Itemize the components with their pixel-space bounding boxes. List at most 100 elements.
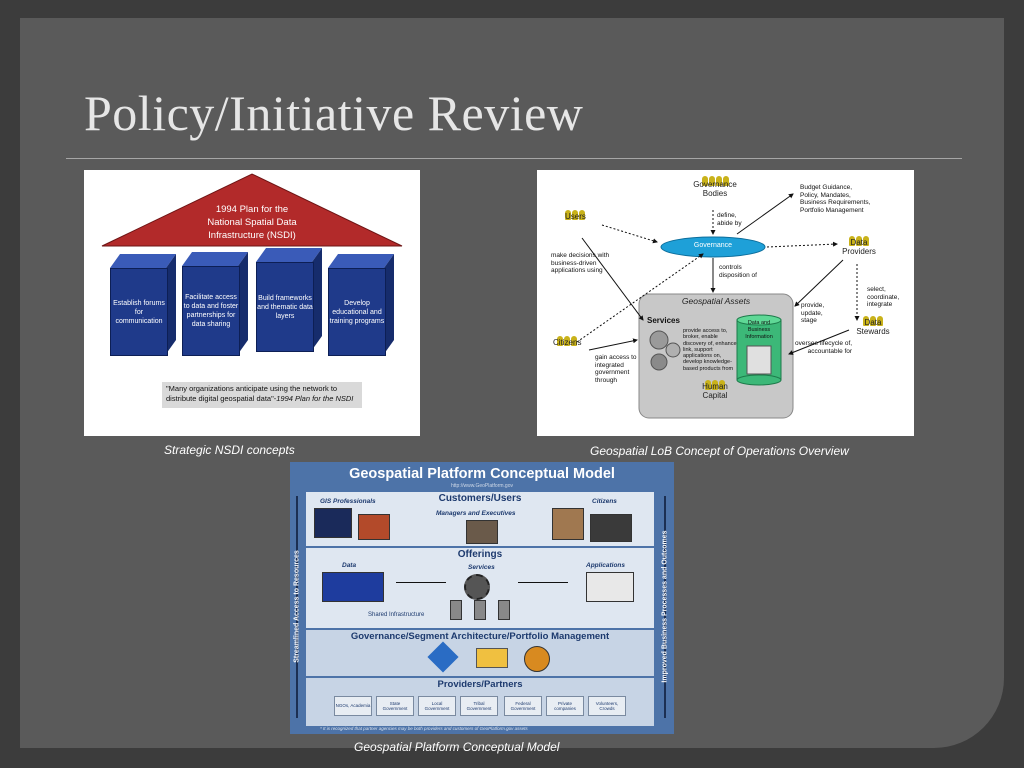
oversee-note: oversee lifecycle of, accountable for — [795, 340, 852, 355]
citizens-photo-2 — [590, 514, 632, 542]
pie-chart-icon — [524, 646, 550, 672]
nsdi-quote-text: "Many organizations anticipate using the… — [166, 384, 338, 403]
governance-bodies-group: Governance Bodies — [687, 176, 743, 198]
select-line: select, — [867, 286, 886, 293]
nsdi-roof-line-2: National Spatial Data — [207, 217, 297, 228]
select-note: select, coordinate, integrate — [867, 286, 899, 309]
governance-ellipse — [660, 236, 766, 258]
layers-icon — [476, 648, 508, 668]
pillar-1-side — [166, 254, 176, 354]
applications-image — [586, 572, 634, 602]
pillar-4-front: Develop educational and training program… — [328, 268, 386, 356]
pillar-4-label: Develop educational and training program… — [329, 299, 385, 325]
provider-box: State Government — [376, 696, 414, 716]
server-icon — [450, 600, 462, 620]
define-line: abide by — [717, 219, 742, 227]
provider-box: Volunteers, Crowds — [588, 696, 626, 716]
governance-budget-arrow — [736, 193, 794, 235]
citizens-label: Citizens — [553, 338, 582, 347]
platform-model: Geospatial Platform Conceptual Model htt… — [290, 462, 674, 734]
pillar-1-front: Establish forums for communication — [110, 268, 168, 356]
provider-box: Federal Government — [504, 696, 542, 716]
server-icon — [498, 600, 510, 620]
define-note: define, abide by — [717, 212, 742, 227]
pillar-1-label: Establish forums for communication — [113, 299, 165, 325]
nsdi-roof-line-3: Infrastructure (NSDI) — [208, 230, 296, 241]
pillar-2-top — [182, 252, 248, 266]
data-info-label: Data and Business Information — [745, 320, 773, 340]
gain-access-line: government — [595, 369, 630, 376]
gain-access-line: through — [595, 376, 618, 384]
services-desc-line: broker, enable — [683, 334, 718, 341]
title-divider — [66, 158, 962, 159]
shared-infrastructure-label: Shared Infrastructure — [368, 612, 425, 618]
gis-photo-2 — [358, 514, 390, 540]
pillar-2-front: Facilitate access to data and foster par… — [182, 266, 240, 356]
data-providers-group: Data Providers — [837, 236, 881, 256]
pillar-3-front: Build frameworks and thematic data layer… — [256, 262, 314, 352]
slide-title: Policy/Initiative Review — [84, 85, 584, 141]
stewards-data-arrow — [788, 329, 850, 355]
services-label: Services — [468, 564, 495, 571]
people-icon — [705, 380, 725, 390]
gain-access-line: gain access to — [595, 354, 637, 361]
citizens-photo-1 — [552, 508, 584, 540]
decisions-line: business-driven — [551, 259, 597, 267]
geospatial-assets-label: Geospatial Assets — [681, 296, 751, 306]
governance-band: Governance/Segment Architecture/Portfoli… — [306, 630, 654, 676]
data-cylinder-top — [736, 314, 782, 326]
people-icon — [557, 336, 578, 346]
providers-row: NGOs, Academia State Government Local Go… — [306, 690, 654, 718]
human-capital-group: Human Capital — [693, 380, 737, 400]
left-axis-label: Streamlined Access to Resources — [293, 550, 301, 663]
nsdi-roof-svg: 1994 Plan for the National Spatial Data … — [101, 173, 403, 354]
pillar-3-top — [256, 248, 322, 262]
people-icon — [701, 176, 729, 186]
nsdi-diagram: 1994 Plan for the National Spatial Data … — [84, 170, 420, 436]
server-rack-icon — [746, 345, 772, 375]
governance-label: Governance — [693, 242, 733, 249]
server-icon — [474, 600, 486, 620]
managers-photo — [466, 520, 498, 544]
services-gear-icon — [464, 574, 490, 600]
provide-line: stage — [801, 317, 817, 324]
users-label: Users — [565, 212, 586, 221]
gain-access-note: gain access to integrated government thr… — [595, 354, 637, 384]
human-capital-label: Human Capital — [702, 382, 728, 400]
offerings-band: Offerings Data Services Applications Sha… — [306, 548, 654, 628]
provider-box: Tribal Government — [460, 696, 498, 716]
services-desc-line: link, support — [683, 346, 713, 353]
budget-note: Budget Guidance, Policy, Mandates, Busin… — [800, 184, 870, 214]
pillar-1-top — [110, 254, 176, 268]
services-desc-line: develop knowledge- — [683, 359, 732, 366]
budget-note-line: Budget Guidance, — [800, 184, 853, 191]
applications-label: Applications — [586, 562, 626, 569]
platform-subtitle: http://www.GeoPlatform.gov — [451, 483, 513, 489]
users-services-arrow — [581, 237, 644, 321]
left-axis-line — [296, 496, 298, 718]
budget-note-line: Portfolio Management — [800, 206, 864, 214]
nsdi-roof-line-1: 1994 Plan for the — [216, 204, 288, 215]
caption-platform: Geospatial Platform Conceptual Model — [354, 740, 560, 754]
oversee-line: accountable for — [807, 347, 853, 355]
pillar-4-side — [384, 254, 394, 354]
pillar-2-label: Facilitate access to data and foster par… — [183, 294, 239, 328]
services-desc-line: applications on, — [683, 353, 722, 360]
gis-photo-1 — [314, 508, 352, 538]
select-line: integrate — [867, 301, 893, 308]
caption-lob: Geospatial LoB Concept of Operations Ove… — [590, 444, 849, 458]
oversee-line: oversee lifecycle of, — [795, 340, 853, 347]
pillar-2-side — [238, 252, 248, 354]
gear-icon — [649, 330, 669, 350]
services-desc-line: based products from — [683, 365, 734, 372]
providers-footnote: * It is recognized that partner agencies… — [320, 726, 528, 731]
governance-providers-arrow — [766, 241, 838, 248]
right-axis-line — [664, 496, 666, 718]
providers-band: Providers/Partners NGOs, Academia State … — [306, 678, 654, 726]
customers-title: Customers/Users — [438, 493, 522, 504]
citizens-services-arrow — [588, 338, 638, 351]
controls-line: controls — [719, 264, 742, 271]
right-axis: Improved Business Processes and Outcomes — [658, 490, 672, 724]
services-desc: provide access to, broker, enable discov… — [683, 328, 737, 372]
provider-box: Private companies — [546, 696, 584, 716]
